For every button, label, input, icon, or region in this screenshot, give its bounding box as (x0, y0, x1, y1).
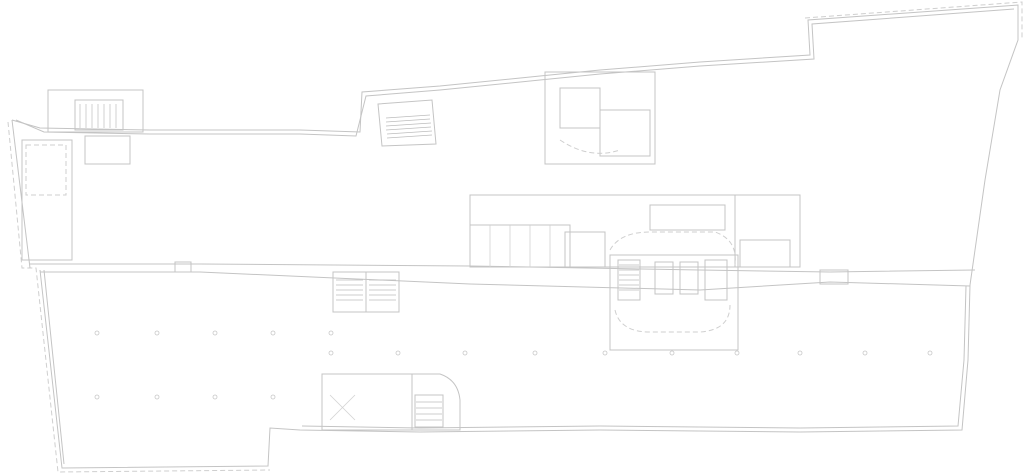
restroom-core (469, 194, 801, 268)
column-marker (328, 330, 334, 336)
corridor-stair (332, 271, 400, 313)
column-marker (270, 394, 276, 400)
elevator-stair-core (609, 254, 739, 351)
column-marker (395, 350, 401, 356)
column-marker (154, 394, 160, 400)
central-corridor (30, 261, 976, 291)
column-marker (462, 350, 468, 356)
structural-columns (94, 330, 933, 400)
column-marker (270, 330, 276, 336)
column-marker (669, 350, 675, 356)
column-marker (862, 350, 868, 356)
column-marker (532, 350, 538, 356)
column-marker (94, 394, 100, 400)
column-marker (734, 350, 740, 356)
column-marker (212, 330, 218, 336)
northeast-core (544, 71, 656, 165)
column-marker (927, 350, 933, 356)
column-marker (328, 350, 334, 356)
exterior-walls (11, 4, 1019, 469)
column-marker (797, 350, 803, 356)
column-marker (94, 330, 100, 336)
column-marker (154, 330, 160, 336)
column-marker (602, 350, 608, 356)
north-stair-block (377, 99, 437, 147)
northwest-stair-core (21, 89, 144, 261)
column-marker (212, 394, 218, 400)
south-stair-core (321, 373, 461, 431)
outer-dashed-boundary (7, 1, 1023, 473)
